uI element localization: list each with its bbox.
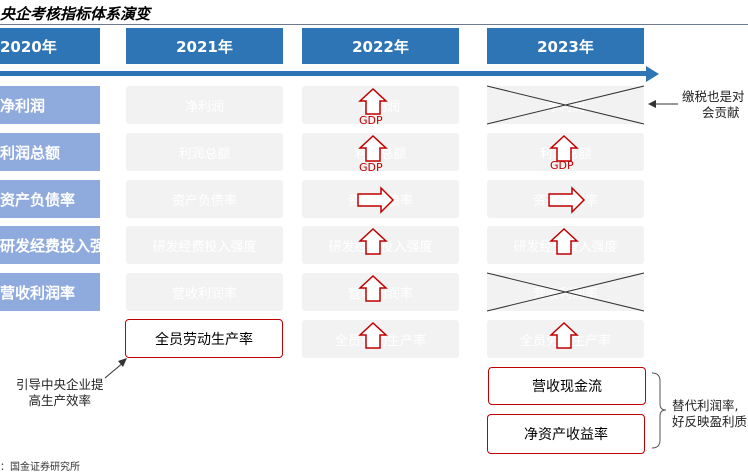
indicator-net-profit: 净利润	[0, 86, 100, 124]
diagram-title: 央企考核指标体系演变	[0, 5, 151, 23]
up-arrow-icon	[358, 134, 388, 162]
leader-line	[104, 361, 125, 379]
up-arrow-icon	[358, 321, 388, 349]
ghost-2021-total-profit: 利润总额	[126, 133, 283, 171]
ghost-2021-debt-ratio: 资产负债率	[126, 180, 283, 218]
box-labor-productivity-2021: 全员劳动生产率	[125, 319, 283, 358]
indicator-revenue-margin: 营收利润率	[0, 273, 100, 311]
indicator-debt-ratio: 资产负债率	[0, 180, 100, 218]
year-2023: 2023年	[487, 28, 644, 64]
timeline-arrow-head	[646, 66, 659, 82]
gdp-label: GDP	[550, 159, 574, 172]
box-operating-cash-flow: 营收现金流	[488, 367, 646, 405]
note-replace: 替代利润率, 好反映盈利质	[672, 398, 748, 429]
year-2022: 2022年	[302, 28, 459, 64]
timeline-arrow	[0, 71, 648, 76]
up-arrow-icon	[549, 134, 579, 162]
up-arrow-icon	[358, 87, 388, 115]
cross-out-line	[486, 272, 645, 312]
source-note: ：国金证券研究所	[0, 462, 80, 473]
indicator-rd-intensity: 研发经费投入强度	[0, 226, 120, 264]
right-arrow-icon	[357, 186, 395, 214]
right-arrow-icon	[548, 186, 586, 214]
ghost-2021-net-profit: 净利润	[126, 86, 283, 124]
title-divider	[0, 24, 748, 25]
up-arrow-icon	[549, 321, 579, 349]
arrow-head-icon	[118, 358, 127, 367]
right-bracket	[651, 372, 667, 449]
arrow-head-icon	[648, 100, 656, 108]
year-2020: 2020年	[0, 28, 100, 64]
cross-out-line	[486, 85, 645, 125]
box-roe: 净资产收益率	[487, 414, 645, 454]
indicator-total-profit: 利润总额	[0, 133, 100, 171]
gdp-label: GDP	[359, 161, 383, 174]
up-arrow-icon	[549, 227, 579, 255]
year-2021: 2021年	[126, 28, 283, 64]
ghost-2021-rd-intensity: 研发经费投入强度	[126, 226, 283, 264]
note-tax: 缴税也是对 会贡献	[682, 89, 745, 120]
gdp-label: GDP	[359, 114, 383, 127]
up-arrow-icon	[358, 227, 388, 255]
ghost-2021-revenue-margin: 营收利润率	[126, 273, 283, 311]
up-arrow-icon	[358, 274, 388, 302]
note-efficiency: 引导中央企业提 高生产效率	[16, 377, 104, 408]
